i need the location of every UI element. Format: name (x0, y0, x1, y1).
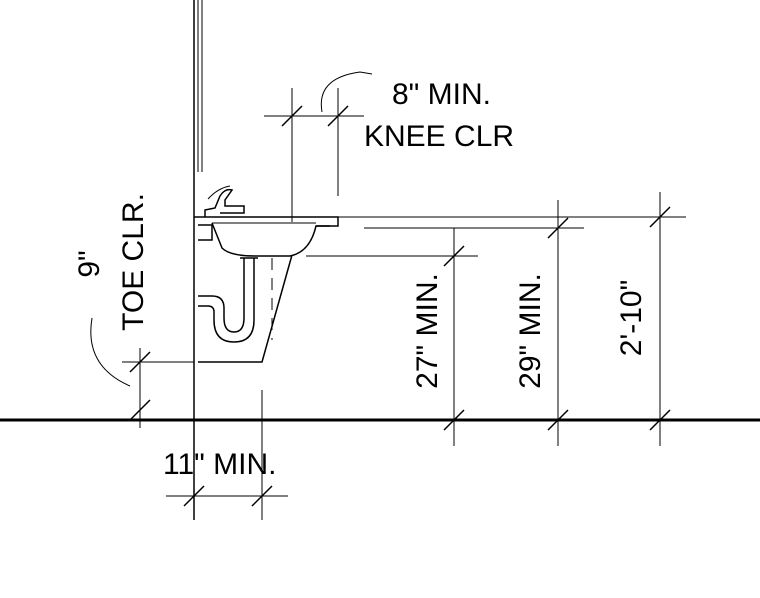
height-29-dimension: 29" MIN. (364, 200, 584, 446)
height-27-dimension: 27" MIN. (306, 228, 478, 446)
toe-label-line2: TOE CLR. (117, 193, 150, 331)
height-210-dimension: 2'-10" (338, 192, 686, 446)
depth-label: 11" MIN. (163, 448, 276, 481)
lavatory-fixture (194, 185, 339, 363)
knee-label-line2: KNEE CLR (364, 120, 514, 153)
toe-clearance-dimension: 9" TOE CLR. (73, 193, 194, 428)
wall (193, 0, 203, 520)
height-29-label: 29" MIN. (514, 273, 547, 389)
height-27-label: 27" MIN. (411, 273, 444, 389)
depth-dimension: 11" MIN. (163, 390, 288, 520)
height-210-label: 2'-10" (615, 280, 648, 356)
toe-label-line1: 9" (73, 250, 106, 277)
knee-label-line1: 8" MIN. (392, 78, 491, 111)
knee-clearance-dimension: 8" MIN. KNEE CLR (264, 71, 514, 222)
